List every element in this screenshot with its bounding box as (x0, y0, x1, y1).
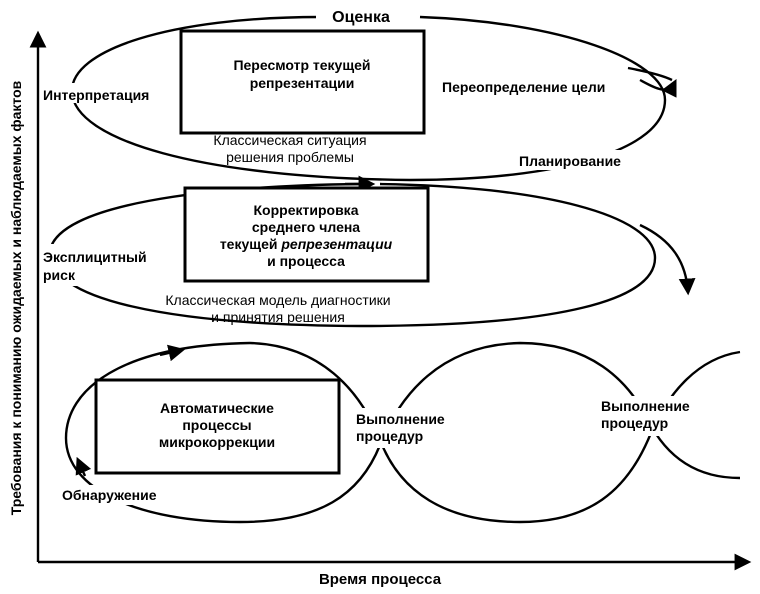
x-axis-label: Время процесса (319, 571, 442, 588)
box-revise-line2: репрезентации (250, 75, 355, 91)
exec2-line1: Выполнение (601, 398, 690, 414)
box-middle-line4: и процесса (267, 253, 345, 269)
middle-cycle-arrow (639, 223, 696, 296)
explicit-risk-line1: Эксплицитный (43, 249, 147, 265)
detection-arrow (75, 456, 92, 477)
y-axis-label: Требования к пониманию ожидаемых и наблю… (8, 80, 24, 515)
exec1-mask (354, 408, 444, 448)
box-middle-line2: среднего члена (252, 219, 360, 235)
box-middle-correction (183, 186, 430, 283)
box-automatic-line1: Автоматические (160, 400, 274, 416)
interpretation-mask (42, 83, 176, 103)
top-cycle-arrow (639, 78, 677, 98)
top-cycle-arrow-stroke (627, 66, 673, 82)
exec1-line1: Выполнение (356, 411, 445, 427)
box-revise-line1: Пересмотр текущей (233, 57, 370, 73)
bottom-loop-arrow (159, 344, 186, 362)
interpretation-label: Интерпретация (43, 87, 149, 103)
planning-label: Планирование (519, 153, 621, 169)
middle-caption-line1: Классическая модель диагностики (165, 292, 390, 308)
explicit-risk-mask (41, 244, 175, 286)
goal-redefinition-label: Переопределение цели (442, 79, 605, 95)
box-automatic-processes (94, 378, 341, 475)
detection-label: Обнаружение (62, 487, 157, 503)
top-caption-line2: решения проблемы (226, 149, 354, 165)
exec2-line2: процедур (601, 415, 668, 431)
box-middle-line3: текущей репрезентации (220, 236, 393, 252)
box-revise-representation (179, 29, 426, 135)
detection-mask (60, 485, 184, 505)
middle-cycle-ellipse (48, 182, 657, 328)
box-automatic-line2: процессы (182, 417, 251, 433)
exec2-mask (599, 396, 689, 436)
box-middle-line1: Корректировка (254, 202, 359, 218)
explicit-risk-line2: риск (43, 267, 76, 283)
middle-caption-line2: и принятия решения (211, 309, 345, 325)
planning-mask (518, 150, 646, 170)
box-automatic-line3: микрокоррекции (159, 434, 275, 450)
evaluation-title: Оценка (332, 9, 390, 26)
top-cycle-ellipse (70, 15, 667, 182)
exec1-line2: процедур (356, 428, 423, 444)
title-mask (316, 5, 412, 25)
top-caption-line1: Классическая ситуация (213, 132, 366, 148)
